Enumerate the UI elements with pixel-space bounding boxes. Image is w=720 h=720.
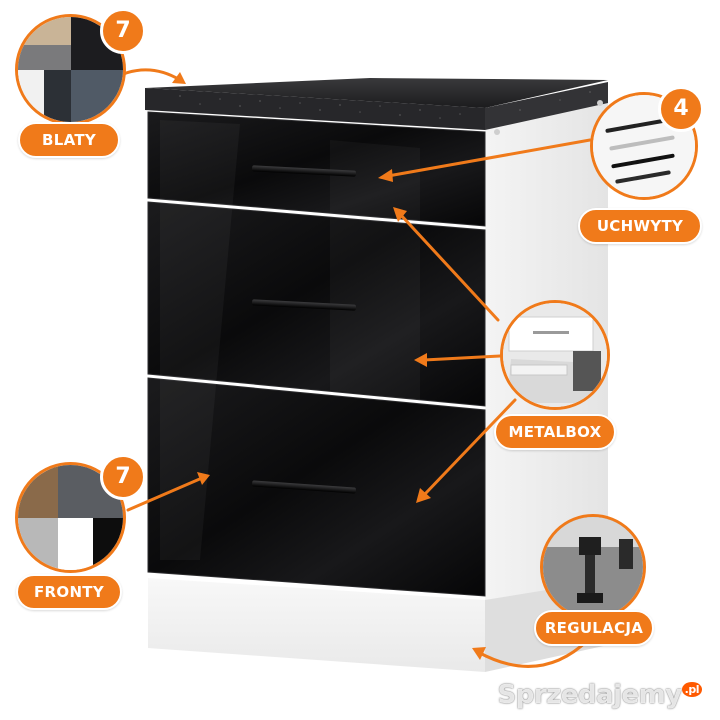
arrow-adjustment [476,638,590,668]
countertop-swatches-icon [18,17,123,122]
countertop-top [145,78,608,108]
arrow-drawer-middle [422,354,502,362]
drawer-system-image [500,300,610,410]
arrow-heads [172,72,486,660]
site-watermark: Sprzedajemy.pl [497,680,702,710]
countertop-front-edge [145,88,485,130]
arrow-drawer-bottom [423,398,517,496]
watermark-suffix: .pl [681,682,702,698]
shelf-pin-hole [494,129,500,135]
countertop-count-badge: 7 [100,8,146,54]
handles-count-badge: 4 [658,86,704,132]
cabinet-plinth [148,578,485,672]
adjustable-feet-image [540,514,646,620]
gloss-reflection [330,140,420,400]
adjustable-foot-icon [543,517,643,617]
countertops-label: BLATY [18,122,120,158]
drawer-system-label: METALBOX [494,414,616,450]
countertop-side-edge [485,82,608,130]
arrow-drawer-top [398,212,500,322]
arrow-countertop [116,68,182,82]
gloss-reflection [160,120,240,560]
fronts-count-badge: 7 [100,454,146,500]
adjustment-label: REGULACJA [534,610,654,646]
drawer-handle-bottom [252,480,356,494]
handles-label: UCHWYTY [578,208,702,244]
callout-arrows [116,68,592,668]
arrow-fronts [126,476,204,512]
fronts-label: FRONTY [16,574,122,610]
arrow-handles [386,138,592,178]
shelf-pin-hole [597,100,603,106]
drawer-handle-top [252,165,356,177]
watermark-text: Sprzedajemy [497,680,683,710]
countertop-speckles [179,91,591,119]
drawer-handle-middle [252,299,356,311]
metalbox-drawer-icon [503,303,607,407]
